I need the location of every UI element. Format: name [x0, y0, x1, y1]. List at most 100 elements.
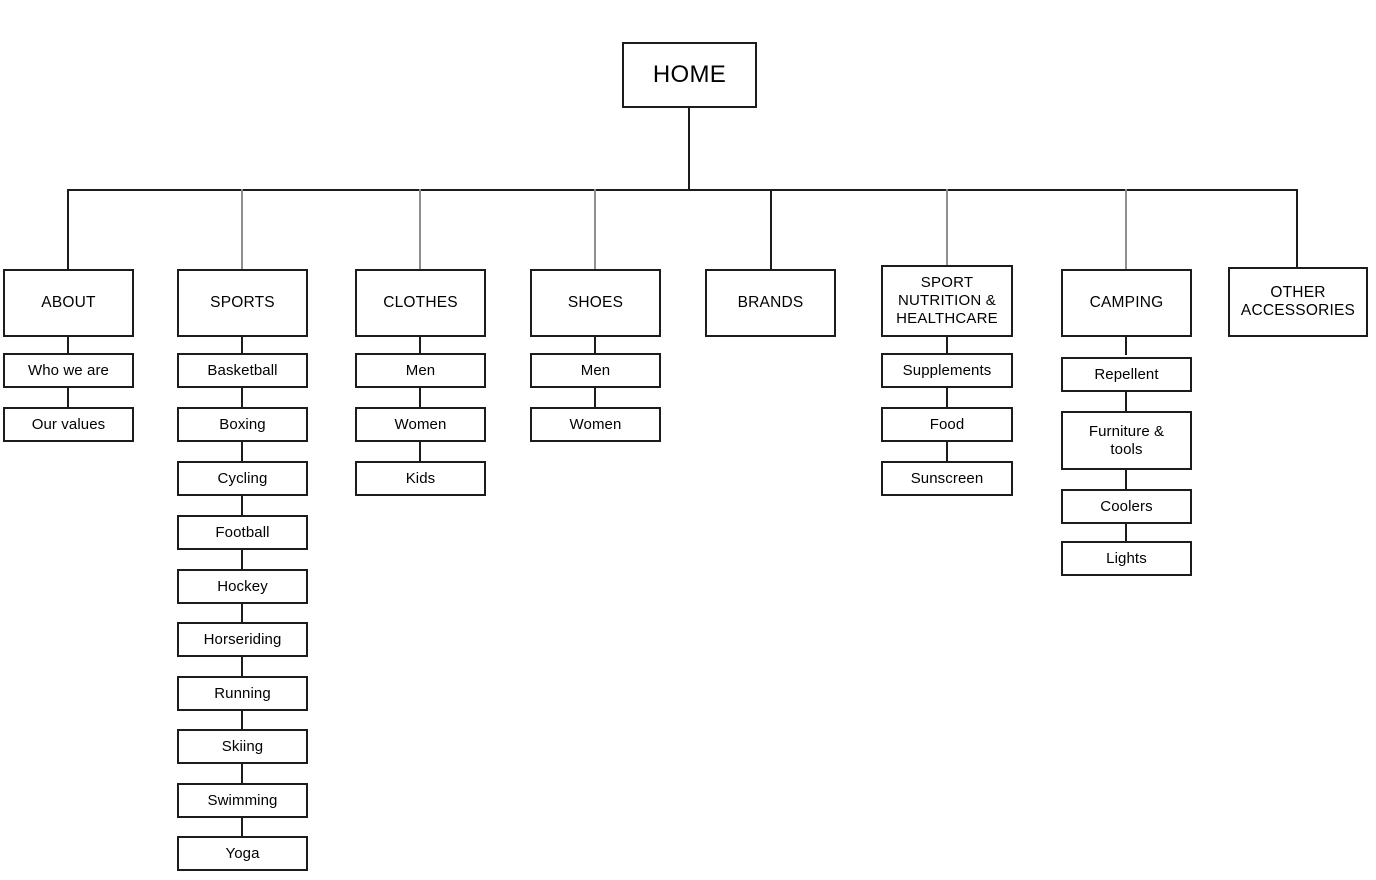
node-sport-nutrition-sunscreen-label: Sunscreen — [910, 469, 984, 487]
node-sports[interactable]: SPORTS — [177, 269, 308, 337]
connector-sports-8 — [241, 710, 243, 732]
node-sports-yoga-label: Yoga — [225, 844, 260, 862]
node-sport-nutrition-healthcare[interactable]: SPORT NUTRITION & HEALTHCARE — [881, 265, 1013, 337]
node-about-label: ABOUT — [41, 293, 96, 311]
connector-sports-2 — [241, 387, 243, 409]
node-clothes-women-label: Women — [394, 415, 447, 433]
connector-drop-clothes — [419, 189, 421, 270]
node-about-our-values-label: Our values — [31, 415, 106, 433]
connector-sports-7 — [241, 656, 243, 678]
node-camping-furniture-tools[interactable]: Furniture & tools — [1061, 411, 1192, 470]
connector-camping-2 — [1125, 391, 1127, 412]
node-sports-horseriding-label: Horseriding — [203, 630, 282, 648]
node-sport-nutrition-food-label: Food — [929, 415, 965, 433]
node-sports-football[interactable]: Football — [177, 515, 308, 550]
node-camping-repellent[interactable]: Repellent — [1061, 357, 1192, 392]
node-sports-running[interactable]: Running — [177, 676, 308, 711]
node-camping-coolers-label: Coolers — [1100, 497, 1153, 515]
connector-camping-3 — [1125, 469, 1127, 490]
node-sports-skiing[interactable]: Skiing — [177, 729, 308, 764]
node-camping-coolers[interactable]: Coolers — [1061, 489, 1192, 524]
node-shoes-label: SHOES — [567, 293, 624, 311]
node-camping-lights-label: Lights — [1106, 549, 1147, 567]
connector-shoes-1 — [594, 336, 596, 355]
connector-sports-3 — [241, 441, 243, 463]
node-about[interactable]: ABOUT — [3, 269, 134, 337]
node-sport-nutrition-food[interactable]: Food — [881, 407, 1013, 442]
node-brands[interactable]: BRANDS — [705, 269, 836, 337]
node-clothes-men-label: Men — [405, 361, 436, 379]
node-sports-basketball-label: Basketball — [207, 361, 278, 379]
node-camping-lights[interactable]: Lights — [1061, 541, 1192, 576]
node-sports-cycling[interactable]: Cycling — [177, 461, 308, 496]
node-clothes-kids[interactable]: Kids — [355, 461, 486, 496]
node-sports-boxing[interactable]: Boxing — [177, 407, 308, 442]
node-about-who-we-are-label: Who we are — [27, 361, 110, 379]
node-shoes-women[interactable]: Women — [530, 407, 661, 442]
node-sport-nutrition-supplements-label: Supplements — [902, 361, 992, 379]
node-sports-horseriding[interactable]: Horseriding — [177, 622, 308, 657]
connector-clothes-2 — [419, 387, 421, 409]
connector-sports-4 — [241, 495, 243, 517]
connector-shoes-2 — [594, 387, 596, 409]
connector-sports-5 — [241, 549, 243, 571]
node-other-accessories[interactable]: OTHER ACCESSORIES — [1228, 267, 1368, 337]
node-shoes-women-label: Women — [569, 415, 622, 433]
connector-sports-1 — [241, 336, 243, 355]
node-camping[interactable]: CAMPING — [1061, 269, 1192, 337]
node-clothes-kids-label: Kids — [405, 469, 436, 487]
connector-drop-camping — [1125, 189, 1127, 270]
connector-sport-nutrition-2 — [946, 387, 948, 409]
node-sports-football-label: Football — [215, 523, 270, 541]
node-sports-boxing-label: Boxing — [219, 415, 266, 433]
connector-drop-other-accessories — [1296, 189, 1298, 268]
connector-drop-sport-nutrition — [946, 189, 948, 266]
node-other-accessories-label: OTHER ACCESSORIES — [1240, 283, 1356, 319]
node-about-our-values[interactable]: Our values — [3, 407, 134, 442]
node-sport-nutrition-healthcare-label: SPORT NUTRITION & HEALTHCARE — [896, 274, 998, 327]
node-home[interactable]: HOME — [622, 42, 757, 108]
node-home-label: HOME — [652, 60, 727, 88]
node-sports-label: SPORTS — [210, 293, 275, 311]
node-clothes[interactable]: CLOTHES — [355, 269, 486, 337]
connector-clothes-3 — [419, 441, 421, 463]
connector-sport-nutrition-1 — [946, 336, 948, 355]
node-shoes-men[interactable]: Men — [530, 353, 661, 388]
node-camping-label: CAMPING — [1089, 293, 1164, 311]
connector-sport-nutrition-3 — [946, 441, 948, 463]
node-clothes-men[interactable]: Men — [355, 353, 486, 388]
connector-drop-brands — [770, 189, 772, 270]
connector-clothes-1 — [419, 336, 421, 355]
connector-camping-1 — [1125, 336, 1127, 355]
node-sport-nutrition-sunscreen[interactable]: Sunscreen — [881, 461, 1013, 496]
connector-sports-6 — [241, 603, 243, 625]
node-sports-yoga[interactable]: Yoga — [177, 836, 308, 871]
node-sports-basketball[interactable]: Basketball — [177, 353, 308, 388]
node-sport-nutrition-supplements[interactable]: Supplements — [881, 353, 1013, 388]
connector-camping-4 — [1125, 523, 1127, 542]
node-camping-furniture-tools-label: Furniture & tools — [1088, 422, 1165, 458]
node-shoes[interactable]: SHOES — [530, 269, 661, 337]
node-camping-repellent-label: Repellent — [1094, 365, 1159, 383]
node-sports-hockey[interactable]: Hockey — [177, 569, 308, 604]
connector-horizontal-bus — [67, 189, 1298, 191]
connector-drop-about — [67, 189, 69, 270]
connector-root-stem — [688, 107, 690, 190]
node-sports-swimming[interactable]: Swimming — [177, 783, 308, 818]
connector-about-2 — [67, 387, 69, 409]
node-sports-running-label: Running — [214, 684, 271, 702]
node-sports-cycling-label: Cycling — [217, 469, 268, 487]
connector-sports-9 — [241, 763, 243, 785]
connector-drop-sports — [241, 189, 243, 270]
node-about-who-we-are[interactable]: Who we are — [3, 353, 134, 388]
connector-sports-10 — [241, 817, 243, 838]
node-sports-hockey-label: Hockey — [217, 577, 268, 595]
node-clothes-label: CLOTHES — [383, 293, 458, 311]
connector-drop-shoes — [594, 189, 596, 270]
node-clothes-women[interactable]: Women — [355, 407, 486, 442]
node-sports-swimming-label: Swimming — [207, 791, 278, 809]
connector-about-1 — [67, 336, 69, 355]
node-brands-label: BRANDS — [737, 293, 804, 311]
node-shoes-men-label: Men — [580, 361, 611, 379]
